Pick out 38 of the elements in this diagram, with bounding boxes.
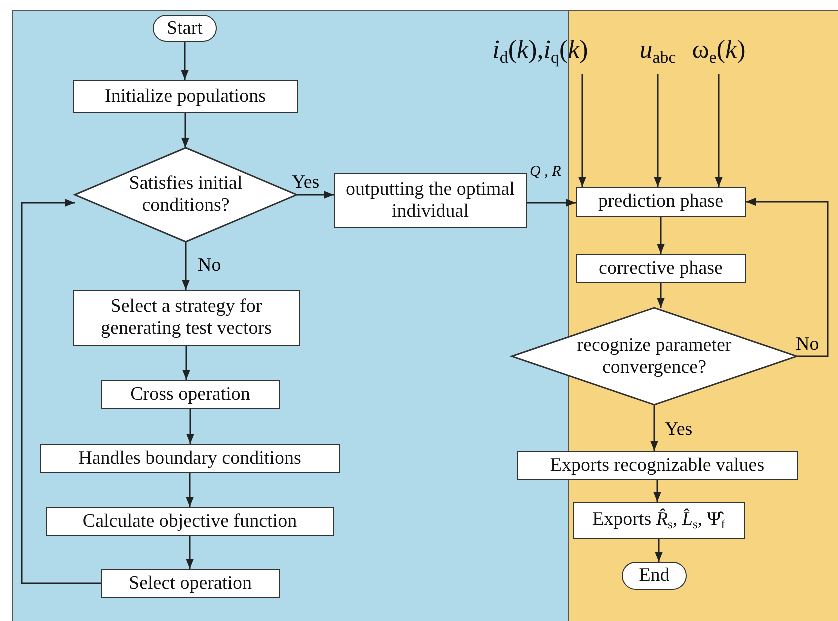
arrow	[650, 405, 658, 451]
arrow	[182, 346, 190, 380]
edge-label: Yes	[665, 420, 693, 439]
process-box: Initialize populations	[73, 80, 298, 113]
arrow	[186, 409, 194, 444]
arrow	[186, 536, 194, 569]
arrow	[657, 283, 665, 308]
process-box: Cross operation	[101, 380, 280, 409]
arrow	[715, 74, 723, 187]
arrow	[746, 198, 829, 358]
arrow	[578, 74, 586, 187]
arrow	[186, 473, 194, 507]
arrow	[655, 539, 663, 562]
arrow	[181, 42, 189, 80]
process-box: Select a strategy for generating test vectors	[73, 290, 300, 346]
terminal-box: End	[622, 562, 687, 590]
process-box: outputting the optimal individual	[334, 173, 527, 228]
arrow	[21, 199, 101, 584]
process-box: Handles boundary conditions	[40, 444, 340, 473]
edge-label: Q , R	[530, 165, 562, 180]
arrow	[182, 242, 190, 290]
edge-label: No	[198, 256, 222, 275]
process-box: Calculate objective function	[46, 507, 334, 536]
arrow	[297, 191, 334, 199]
arrow	[654, 480, 662, 502]
arrow	[654, 74, 662, 187]
edge-label: No	[796, 335, 820, 354]
arrow	[182, 113, 190, 148]
arrow	[527, 199, 576, 207]
process-box: prediction phase	[576, 187, 746, 217]
decision-text: recognize parameter convergence?	[576, 334, 733, 378]
process-box: Select operation	[101, 569, 280, 598]
edge-label: Yes	[292, 173, 320, 192]
process-box: Exports R̂$_{s}$, L̂$_{s}$, Ψ̂$_{f}$	[573, 502, 745, 539]
process-box: Exports recognizable values	[517, 451, 798, 480]
arrow	[657, 217, 665, 254]
terminal-box: Start	[153, 15, 217, 42]
process-box: corrective phase	[576, 254, 746, 283]
